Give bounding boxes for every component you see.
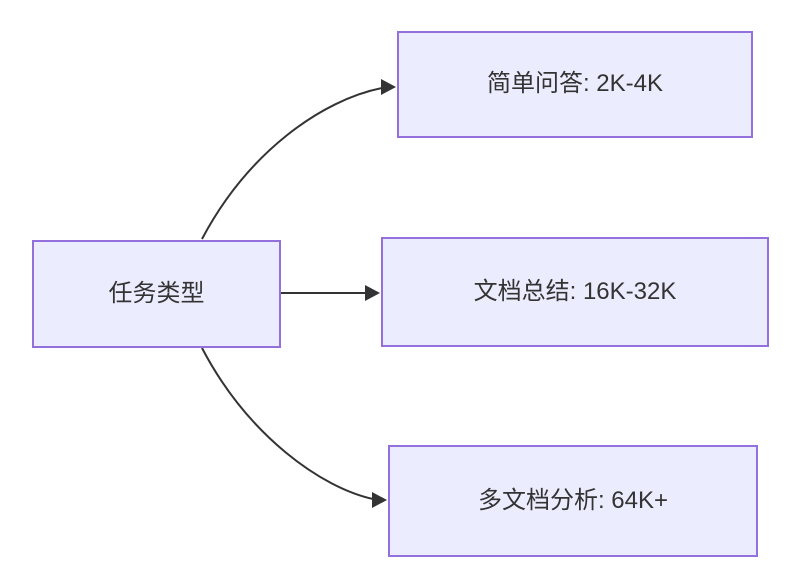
arrowhead-icon: [372, 492, 387, 508]
node-task-type: 任务类型: [32, 240, 281, 348]
arrowhead-icon: [381, 79, 396, 95]
node-multidoc-analysis-label: 多文档分析: 64K+: [477, 486, 669, 514]
node-task-type-label: 任务类型: [108, 279, 205, 307]
node-multidoc-analysis: 多文档分析: 64K+: [388, 445, 758, 557]
node-simple-qa-label: 简单问答: 2K-4K: [486, 70, 664, 98]
edge-root-to-doc-summary: [281, 285, 380, 301]
node-simple-qa: 简单问答: 2K-4K: [397, 31, 753, 138]
arrowhead-icon: [365, 285, 380, 301]
node-doc-summary: 文档总结: 16K-32K: [381, 237, 769, 347]
edge-root-to-multidoc-analysis: [201, 347, 387, 508]
node-doc-summary-label: 文档总结: 16K-32K: [473, 277, 677, 305]
edge-root-to-simple-qa: [201, 79, 396, 240]
